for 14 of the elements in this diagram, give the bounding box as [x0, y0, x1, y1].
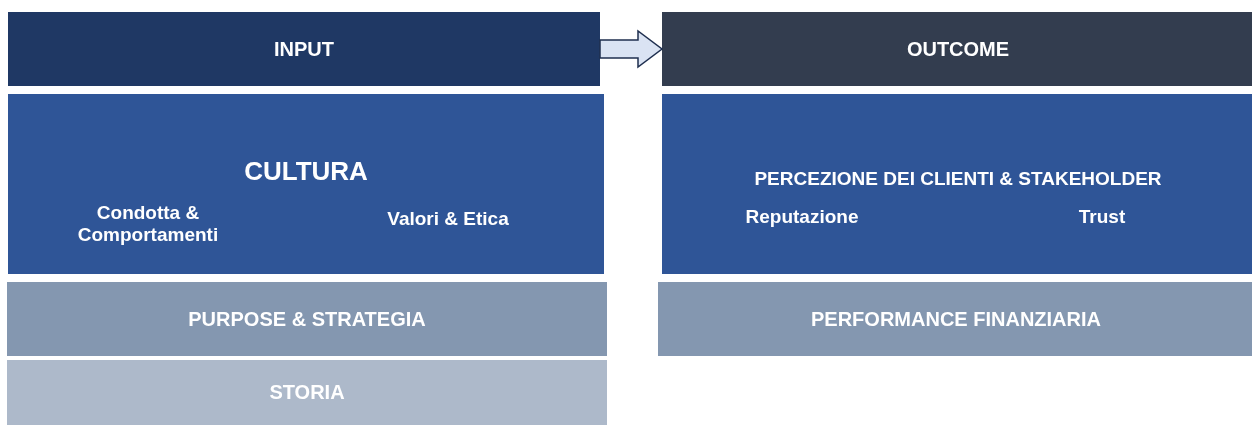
panel-heading: PERCEZIONE DEI CLIENTI & STAKEHOLDER	[753, 168, 1163, 190]
header-bar: INPUT	[8, 12, 600, 86]
layer-bar: PURPOSE & STRATEGIA	[7, 282, 607, 356]
layer-panel	[8, 94, 604, 274]
layer-bar: STORIA	[7, 360, 607, 425]
panel-text: Trust	[1077, 206, 1127, 228]
panel-heading: CULTURA	[243, 156, 369, 187]
panel-text: Condotta & Comportamenti	[76, 202, 220, 246]
panel-text: Reputazione	[744, 206, 860, 228]
block-arrow	[599, 29, 664, 69]
layer-bar: PERFORMANCE FINANZIARIA	[658, 282, 1252, 356]
header-bar: OUTCOME	[662, 12, 1252, 86]
layer-panel	[662, 94, 1252, 274]
panel-text: Valori & Etica	[386, 208, 510, 230]
